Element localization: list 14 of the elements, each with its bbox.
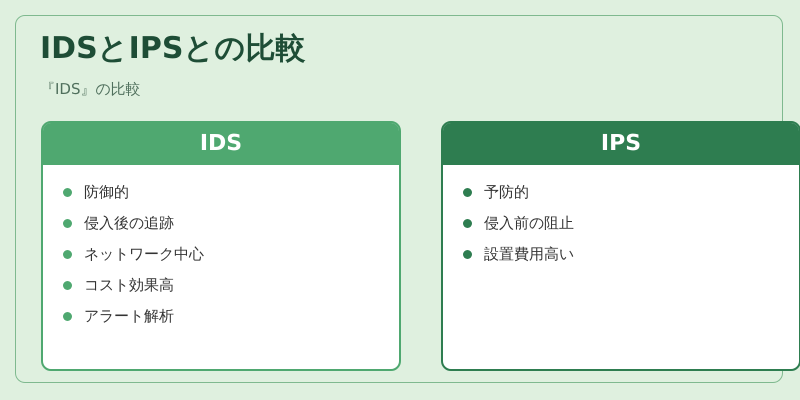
list-item: 侵入後の追跡 — [84, 214, 174, 233]
list-item: コスト効果高 — [84, 276, 174, 295]
card-header: IPS — [443, 123, 799, 165]
list-item: アラート解析 — [84, 307, 174, 326]
title: IDSとIPSとの比較 — [40, 30, 306, 68]
list-item: 設置費用高い — [484, 245, 574, 264]
list-item: 予防的 — [484, 183, 529, 202]
subtitle: 『IDS』の比較 — [40, 80, 140, 99]
list-item: 防御的 — [84, 183, 129, 202]
comparison-card — [441, 121, 800, 371]
list-item: ネットワーク中心 — [84, 245, 204, 264]
list-item: 侵入前の阻止 — [484, 214, 574, 233]
card-header: IDS — [43, 123, 399, 165]
comparison-card — [41, 121, 401, 371]
